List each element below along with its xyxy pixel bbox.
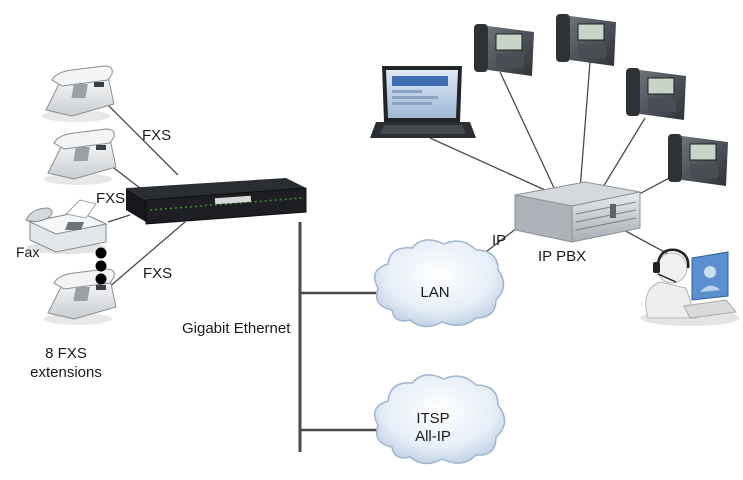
line-phone1-gateway	[107, 104, 179, 176]
analog-phone-2	[44, 128, 117, 185]
lan-cloud	[373, 239, 505, 328]
label-fxs-top: FXS	[142, 127, 171, 144]
ip-phone-b	[556, 14, 616, 66]
label-extensions-line1: 8 FXS	[45, 345, 87, 362]
connection-lines	[107, 61, 676, 452]
gateway-logo	[214, 195, 252, 205]
ip-phone-c	[626, 68, 686, 120]
line-phone-b-pbx	[579, 61, 591, 191]
label-itsp: ITSP	[416, 410, 449, 427]
headset-agent-icon	[640, 248, 740, 326]
label-all-ip: All-IP	[415, 428, 451, 445]
label-fxs-mid: FXS	[96, 190, 125, 207]
fax-machine-icon	[25, 199, 108, 254]
label-ip-pbx: IP PBX	[538, 248, 586, 265]
label-gigabit-ethernet: Gigabit Ethernet	[182, 320, 291, 337]
ellipsis-dots	[95, 247, 107, 285]
gateway-device	[126, 178, 307, 225]
itsp-cloud	[373, 374, 506, 465]
line-phone-c-pbx	[599, 117, 646, 193]
ip-pbx-server-icon	[514, 181, 641, 243]
label-ip: IP	[492, 232, 506, 249]
label-fax: Fax	[16, 244, 39, 260]
laptop-icon	[370, 66, 476, 138]
line-fax-gateway	[107, 214, 131, 223]
label-fxs-bottom: FXS	[143, 265, 172, 282]
line-laptop-pbx	[429, 137, 546, 191]
line-phone2-gateway	[109, 164, 141, 189]
line-phone-last-gateway	[107, 221, 186, 289]
ip-phone-a	[474, 24, 534, 76]
label-lan: LAN	[420, 284, 449, 301]
line-agent-pbx	[619, 227, 671, 256]
label-extensions-line2: extensions	[30, 364, 102, 381]
line-phone-a-pbx	[499, 71, 556, 191]
analog-phone-1	[42, 65, 115, 122]
ip-phone-d	[668, 134, 728, 186]
